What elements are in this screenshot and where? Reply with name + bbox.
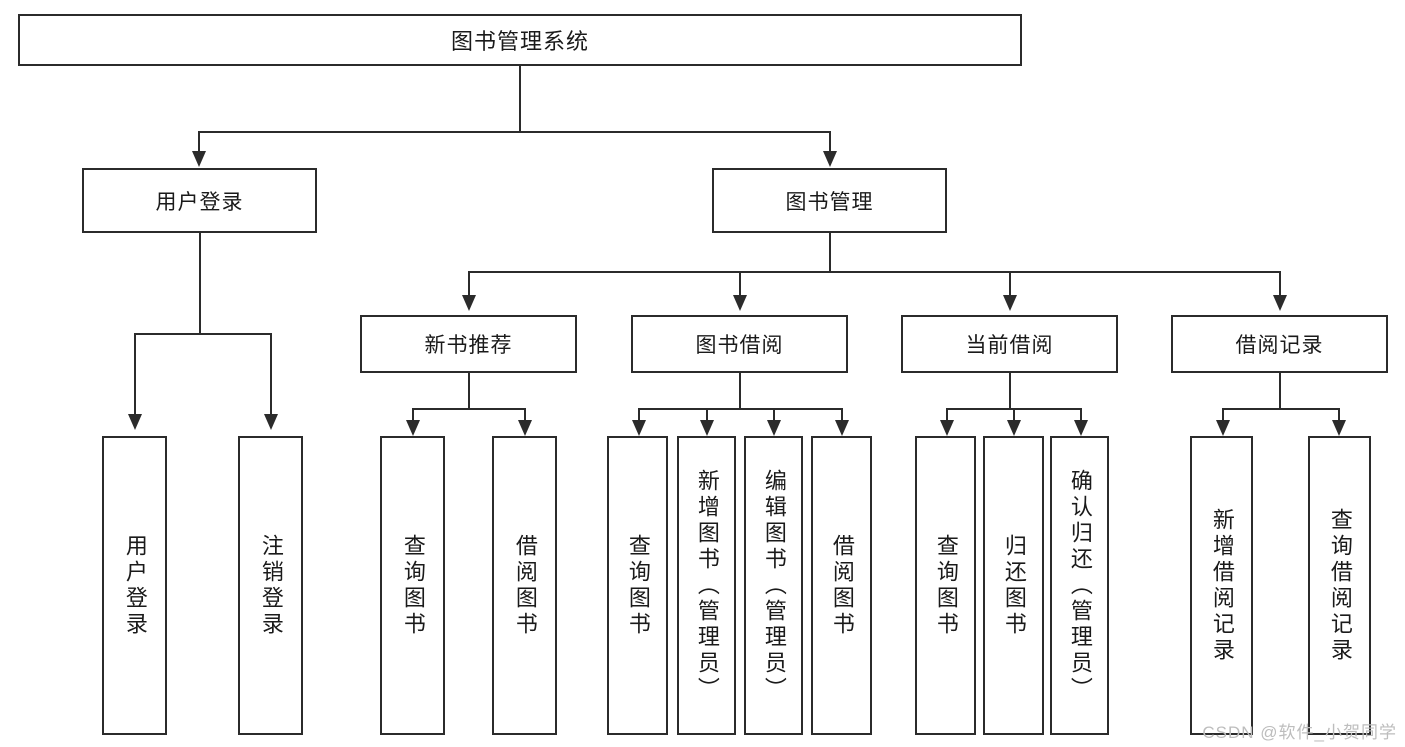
connector-bookmgmt-to-l3-2	[739, 271, 741, 297]
connector-bookborrow-to-leaf2	[706, 408, 708, 422]
connector-userlogin-to-leaf1	[134, 333, 136, 416]
node-leaf-edit-book-admin[interactable]: 编辑图书（管理员）	[744, 436, 803, 735]
node-label: 用户登录	[122, 533, 148, 638]
node-label: 查询图书	[625, 533, 651, 638]
node-label: 图书借阅	[695, 334, 784, 357]
connector-bookborrow-to-leaf4	[841, 408, 843, 422]
connector-userlogin-bus	[134, 333, 271, 335]
node-current-borrow[interactable]: 当前借阅	[901, 315, 1118, 373]
connector-bookmgmt-to-l3-1	[468, 271, 470, 297]
node-label: 用户登录	[155, 190, 244, 214]
arrowhead-bookborrow-to-leaf2	[700, 420, 714, 436]
node-label: 图书管理	[785, 190, 874, 214]
connector-newbook-to-leaf2	[524, 408, 526, 422]
node-leaf-add-book-admin[interactable]: 新增图书（管理员）	[677, 436, 736, 735]
node-leaf-confirm-return-admin[interactable]: 确认归还（管理员）	[1050, 436, 1109, 735]
node-leaf-logout[interactable]: 注销登录	[238, 436, 303, 735]
connector-borrowrecord-to-leaf2	[1338, 408, 1340, 422]
node-leaf-query-book-recommend[interactable]: 查询图书	[380, 436, 445, 735]
arrowhead-root-to-bookmgmt	[823, 151, 837, 167]
connector-userlogin-stem	[199, 233, 201, 334]
node-label: 归还图书	[1001, 533, 1027, 638]
connector-userlogin-to-leaf2	[270, 333, 272, 416]
connector-bookborrow-to-leaf3	[773, 408, 775, 422]
node-label: 查询图书	[400, 533, 426, 638]
node-leaf-query-book-current[interactable]: 查询图书	[915, 436, 976, 735]
connector-bookborrow-to-leaf1	[638, 408, 640, 422]
arrowhead-bookborrow-to-leaf1	[632, 420, 646, 436]
node-leaf-return-book[interactable]: 归还图书	[983, 436, 1044, 735]
connector-currentborrow-stem	[1009, 373, 1011, 410]
node-label: 当前借阅	[965, 334, 1054, 357]
connector-bookmgmt-to-l3-3	[1009, 271, 1011, 297]
node-leaf-borrow-book[interactable]: 借阅图书	[811, 436, 872, 735]
arrowhead-bookmgmt-to-l3-1	[462, 295, 476, 311]
node-leaf-query-book[interactable]: 查询图书	[607, 436, 668, 735]
node-borrow-record[interactable]: 借阅记录	[1171, 315, 1388, 373]
node-leaf-borrow-book-recommend[interactable]: 借阅图书	[492, 436, 557, 735]
arrowhead-currentborrow-to-leaf2	[1007, 420, 1021, 436]
node-label: 新增借阅记录	[1209, 507, 1235, 664]
node-label: 确认归还（管理员）	[1067, 468, 1093, 703]
connector-root-to-userlogin	[198, 131, 200, 153]
connector-currentborrow-to-leaf2	[1013, 408, 1015, 422]
arrowhead-newbook-to-leaf2	[518, 420, 532, 436]
node-root-system[interactable]: 图书管理系统	[18, 14, 1022, 66]
node-leaf-user-login[interactable]: 用户登录	[102, 436, 167, 735]
arrowhead-userlogin-to-leaf2	[264, 414, 278, 430]
node-leaf-query-borrow-record[interactable]: 查询借阅记录	[1308, 436, 1371, 735]
connector-root-to-bookmgmt	[829, 131, 831, 153]
node-user-login[interactable]: 用户登录	[82, 168, 317, 233]
connector-newbook-to-leaf1	[412, 408, 414, 422]
arrowhead-bookmgmt-to-l3-3	[1003, 295, 1017, 311]
arrowhead-currentborrow-to-leaf3	[1074, 420, 1088, 436]
arrowhead-borrowrecord-to-leaf2	[1332, 420, 1346, 436]
connector-bookmgmt-bus	[468, 271, 1280, 273]
connector-root-bus	[198, 131, 831, 133]
connector-newbook-bus	[412, 408, 525, 410]
connector-newbook-stem	[468, 373, 470, 410]
connector-bookmgmt-stem	[829, 233, 831, 273]
connector-borrowrecord-bus	[1222, 408, 1339, 410]
arrowhead-bookmgmt-to-l3-2	[733, 295, 747, 311]
node-label: 借阅图书	[512, 533, 538, 638]
arrowhead-userlogin-to-leaf1	[128, 414, 142, 430]
connector-borrowrecord-to-leaf1	[1222, 408, 1224, 422]
connector-bookmgmt-to-l3-4	[1279, 271, 1281, 297]
node-book-borrow[interactable]: 图书借阅	[631, 315, 848, 373]
node-label: 借阅记录	[1235, 334, 1324, 357]
node-label: 查询图书	[933, 533, 959, 638]
node-label: 查询借阅记录	[1327, 507, 1353, 664]
connector-borrowrecord-stem	[1279, 373, 1281, 410]
node-label: 编辑图书（管理员）	[761, 468, 787, 703]
node-leaf-add-borrow-record[interactable]: 新增借阅记录	[1190, 436, 1253, 735]
node-label: 借阅图书	[829, 533, 855, 638]
connector-root-stem	[519, 66, 521, 132]
node-label: 图书管理系统	[450, 29, 589, 54]
arrowhead-bookmgmt-to-l3-4	[1273, 295, 1287, 311]
node-new-book-recommend[interactable]: 新书推荐	[360, 315, 577, 373]
arrowhead-bookborrow-to-leaf4	[835, 420, 849, 436]
arrowhead-bookborrow-to-leaf3	[767, 420, 781, 436]
node-book-management[interactable]: 图书管理	[712, 168, 947, 233]
connector-currentborrow-to-leaf3	[1080, 408, 1082, 422]
node-label: 新书推荐	[424, 334, 513, 357]
node-label: 注销登录	[258, 533, 284, 638]
connector-currentborrow-to-leaf1	[946, 408, 948, 422]
arrowhead-borrowrecord-to-leaf1	[1216, 420, 1230, 436]
arrowhead-newbook-to-leaf1	[406, 420, 420, 436]
arrowhead-currentborrow-to-leaf1	[940, 420, 954, 436]
connector-bookborrow-bus	[638, 408, 842, 410]
connector-bookborrow-stem	[739, 373, 741, 410]
node-label: 新增图书（管理员）	[694, 468, 720, 703]
arrowhead-root-to-userlogin	[192, 151, 206, 167]
